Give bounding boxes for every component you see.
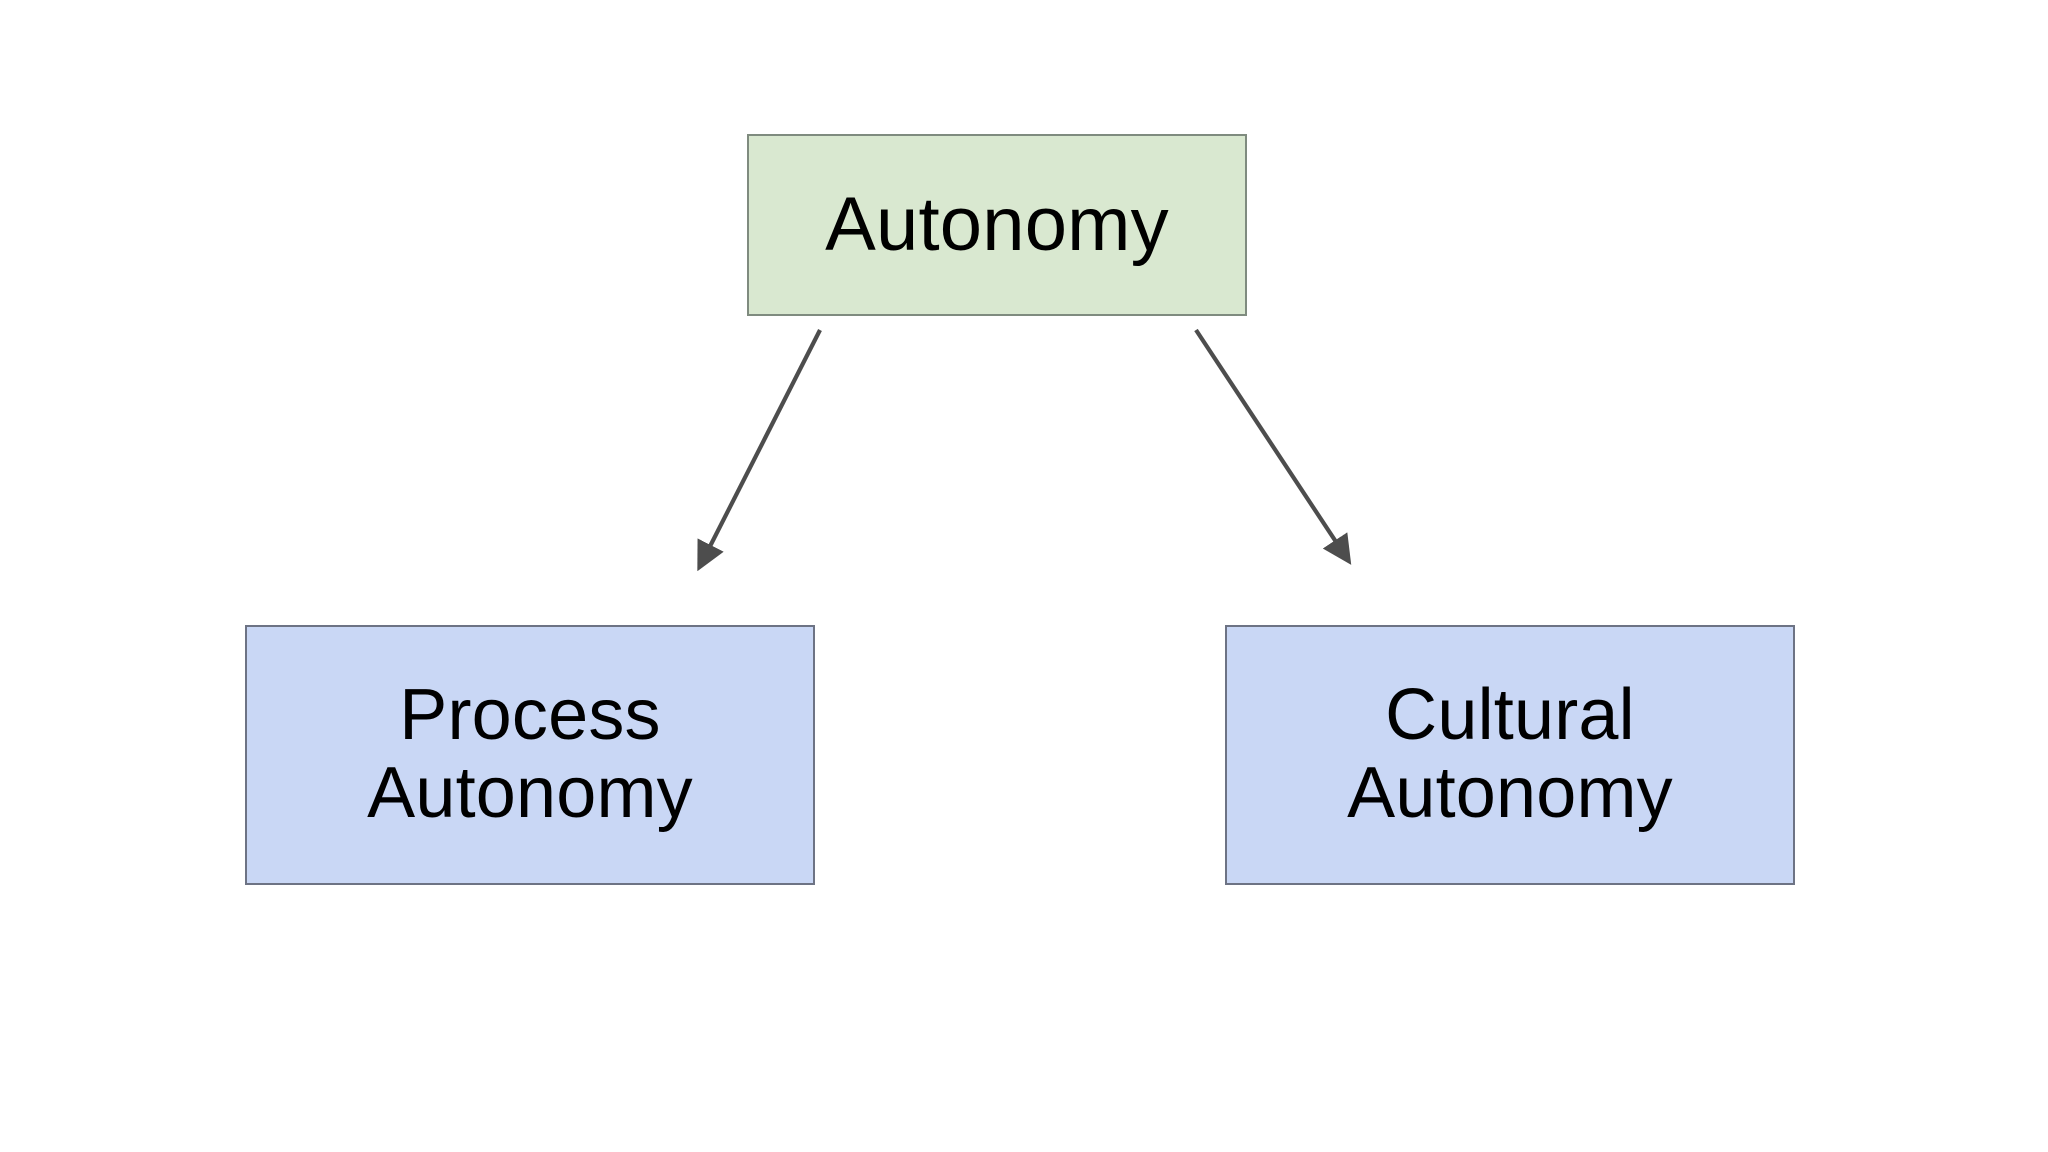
node-cultural-autonomy-label: Cultural Autonomy bbox=[1347, 675, 1673, 833]
node-autonomy-label: Autonomy bbox=[825, 181, 1169, 267]
node-process-autonomy-label: Process Autonomy bbox=[367, 675, 693, 833]
node-process-autonomy-line1: Process bbox=[399, 675, 661, 756]
node-cultural-autonomy-line1: Cultural bbox=[1385, 675, 1635, 756]
slide-footer: 4 Milestones on the Path to Efficient De… bbox=[0, 1012, 2048, 1152]
node-autonomy[interactable]: Autonomy bbox=[747, 134, 1247, 316]
node-cultural-autonomy[interactable]: Cultural Autonomy bbox=[1225, 625, 1795, 885]
node-cultural-autonomy-line2: Autonomy bbox=[1347, 753, 1673, 833]
connector-root-to-process bbox=[697, 329, 822, 572]
connector-root-to-cultural bbox=[1194, 328, 1352, 565]
node-process-autonomy-line2: Autonomy bbox=[367, 753, 693, 833]
node-process-autonomy[interactable]: Process Autonomy bbox=[245, 625, 815, 885]
